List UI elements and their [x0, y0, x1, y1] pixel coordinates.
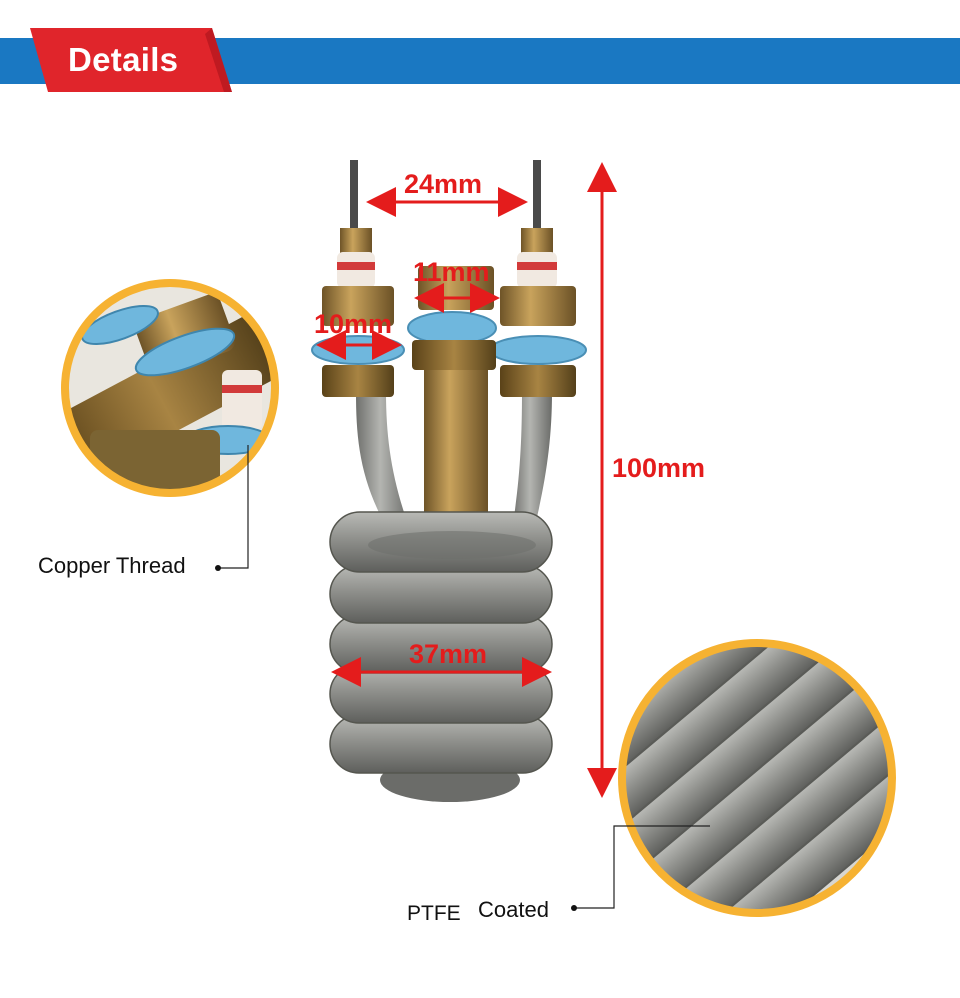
copper-thread-label: Copper Thread: [38, 553, 186, 578]
ptfe-dot: [571, 905, 577, 911]
ptfe-coated-zoom: [618, 639, 896, 917]
label-37mm: 37mm: [409, 639, 488, 669]
label-100mm: 100mm: [612, 453, 706, 483]
header-tag: [30, 28, 232, 92]
ptfe-leader: [576, 825, 710, 909]
header-title: Details: [68, 41, 179, 78]
copper-thread-leader: [220, 445, 249, 569]
copper-thread-zoom: [61, 279, 279, 497]
zoom-ring-left: [61, 279, 279, 497]
copper-thread-dot: [215, 565, 221, 571]
coated-label: Coated: [478, 897, 549, 922]
zoom-ring-right: [618, 639, 896, 917]
label-11mm: 11mm: [413, 257, 490, 287]
label-24mm: 24mm: [404, 169, 483, 199]
ptfe-label: PTFE: [407, 902, 461, 925]
label-10mm: 10mm: [314, 309, 393, 339]
